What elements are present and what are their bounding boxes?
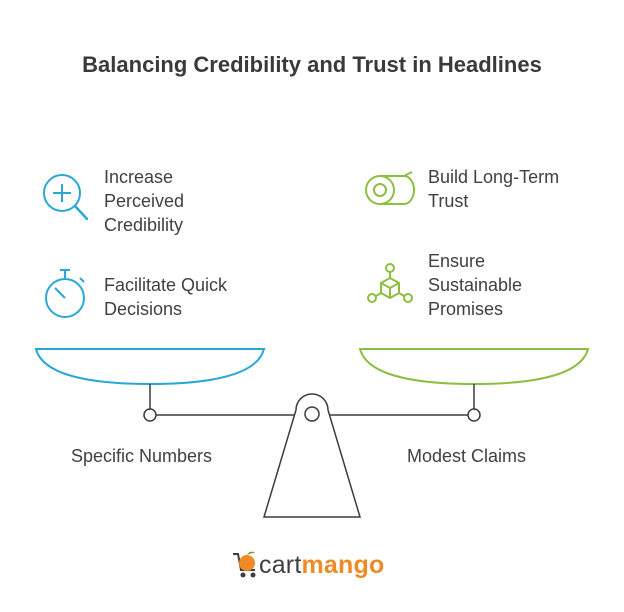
network-cube-icon: [367, 263, 413, 303]
left-pan: [34, 348, 266, 386]
right-item-0: Build Long-Term Trust: [428, 167, 560, 211]
fulcrum: [262, 393, 362, 518]
right-pan: [358, 348, 590, 386]
magnifier-plus-icon: [43, 174, 89, 221]
cart-mango-icon: [233, 551, 256, 578]
brand-cart-text: cart: [259, 550, 302, 579]
page-title: Balancing Credibility and Trust in Headl…: [82, 52, 542, 77]
stopwatch-icon: [45, 269, 85, 318]
left-item-1: Facilitate Quick Decisions: [104, 275, 228, 319]
left-item-0: Increase Perceived Credibility: [104, 167, 185, 235]
tape-roll-icon: [365, 171, 415, 205]
left-side-label: Specific Numbers: [71, 446, 213, 466]
brand-mango-text: mango: [301, 550, 385, 579]
right-item-1: Ensure Sustainable Promises: [428, 251, 523, 319]
right-side-label: Modest Claims: [407, 446, 527, 466]
